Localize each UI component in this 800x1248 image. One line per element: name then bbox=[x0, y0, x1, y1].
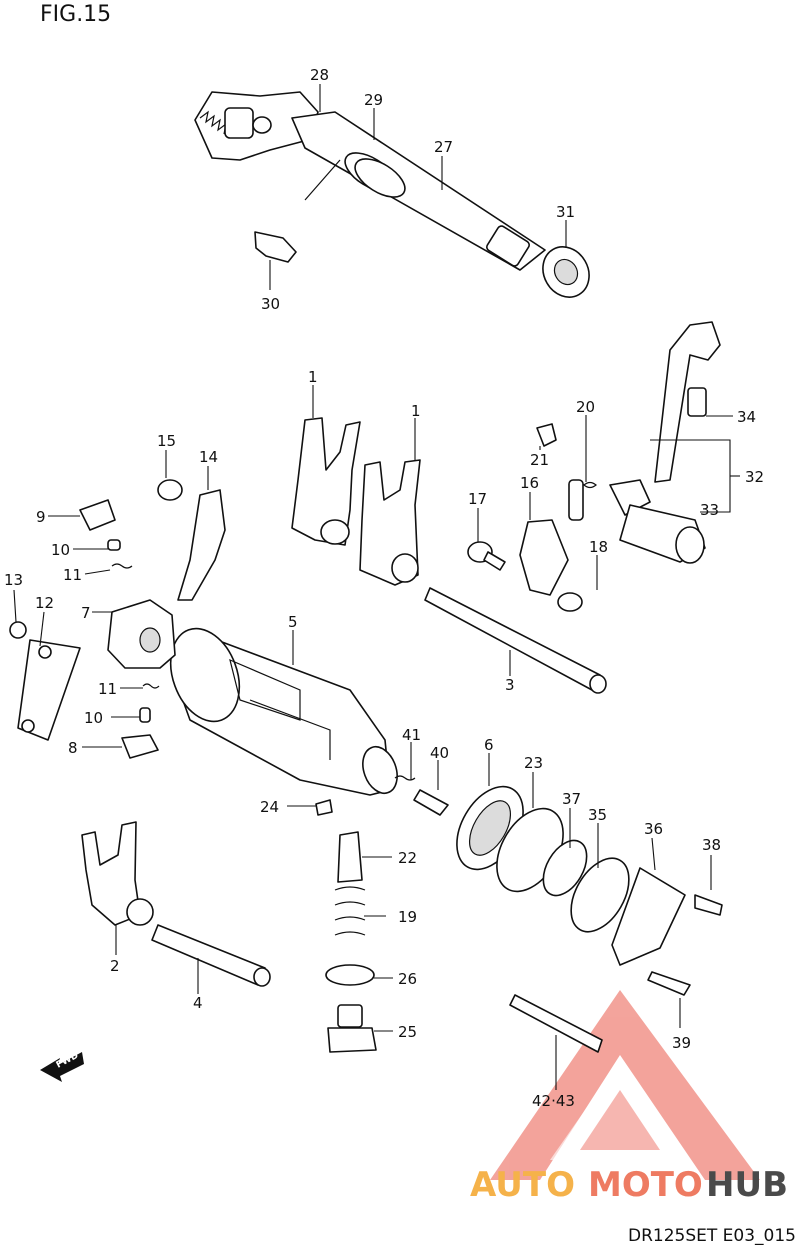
gear-shift-lever bbox=[609, 321, 721, 564]
callout-34: 34 bbox=[737, 408, 756, 426]
callout-30: 30 bbox=[261, 295, 280, 313]
leader-lines bbox=[13, 84, 740, 1090]
callout-22: 22 bbox=[398, 849, 417, 867]
bottom-parts bbox=[315, 799, 603, 1053]
callout-labels: 1 1 2 3 4 5 6 7 8 9 10 10 11 11 12 13 14… bbox=[4, 66, 764, 1110]
callout-38: 38 bbox=[702, 836, 721, 854]
watermark-auto: AUTO bbox=[470, 1165, 575, 1205]
shift-forks bbox=[81, 417, 421, 926]
callout-36: 36 bbox=[644, 820, 663, 838]
callout-1b: 1 bbox=[411, 402, 421, 420]
fork-shafts bbox=[151, 587, 607, 987]
fwd-arrow-icon: FWD bbox=[40, 1051, 84, 1082]
callout-8: 8 bbox=[68, 739, 78, 757]
callout-23: 23 bbox=[524, 754, 543, 772]
watermark-text: AUTO MOTO HUB bbox=[470, 1165, 788, 1205]
callout-24: 24 bbox=[260, 798, 279, 816]
callout-29: 29 bbox=[364, 91, 383, 109]
callout-28: 28 bbox=[310, 66, 329, 84]
watermark-hub: HUB bbox=[706, 1165, 788, 1205]
callout-12: 12 bbox=[35, 594, 54, 612]
cam-stopper-parts bbox=[394, 775, 723, 996]
callout-42-43: 42·43 bbox=[532, 1092, 575, 1110]
callout-37: 37 bbox=[562, 790, 581, 808]
callout-31: 31 bbox=[556, 203, 575, 221]
callout-19: 19 bbox=[398, 908, 417, 926]
callout-27: 27 bbox=[434, 138, 453, 156]
callout-20: 20 bbox=[576, 398, 595, 416]
callout-9: 9 bbox=[36, 508, 46, 526]
shift-shaft-assembly bbox=[194, 91, 590, 298]
callout-5: 5 bbox=[288, 613, 298, 631]
callout-6: 6 bbox=[484, 736, 494, 754]
callout-16: 16 bbox=[520, 474, 539, 492]
left-small-parts bbox=[9, 479, 226, 759]
callout-15: 15 bbox=[157, 432, 176, 450]
callout-40: 40 bbox=[430, 744, 449, 762]
callout-25: 25 bbox=[398, 1023, 417, 1041]
figure-title: FIG.15 bbox=[40, 2, 112, 27]
callout-17: 17 bbox=[468, 490, 487, 508]
callout-33: 33 bbox=[700, 501, 719, 519]
callout-10a: 10 bbox=[51, 541, 70, 559]
shift-cam-drum bbox=[169, 627, 398, 796]
callout-39: 39 bbox=[672, 1034, 691, 1052]
callout-2: 2 bbox=[110, 957, 120, 975]
callout-4: 4 bbox=[193, 994, 203, 1012]
callout-13: 13 bbox=[4, 571, 23, 589]
callout-11a: 11 bbox=[63, 566, 82, 584]
callout-3: 3 bbox=[505, 676, 515, 694]
callout-18: 18 bbox=[589, 538, 608, 556]
figure-code: DR125SET E03_015 bbox=[628, 1226, 796, 1246]
right-small-parts bbox=[467, 423, 597, 612]
callout-7: 7 bbox=[81, 604, 91, 622]
callout-32: 32 bbox=[745, 468, 764, 486]
watermark-moto: MOTO bbox=[588, 1165, 703, 1205]
callout-10b: 10 bbox=[84, 709, 103, 727]
callout-35: 35 bbox=[588, 806, 607, 824]
callout-11b: 11 bbox=[98, 680, 117, 698]
callout-41: 41 bbox=[402, 726, 421, 744]
callout-26: 26 bbox=[398, 970, 417, 988]
callout-14: 14 bbox=[199, 448, 218, 466]
callout-1a: 1 bbox=[308, 368, 318, 386]
callout-21: 21 bbox=[530, 451, 549, 469]
watermark-logo bbox=[490, 990, 760, 1180]
